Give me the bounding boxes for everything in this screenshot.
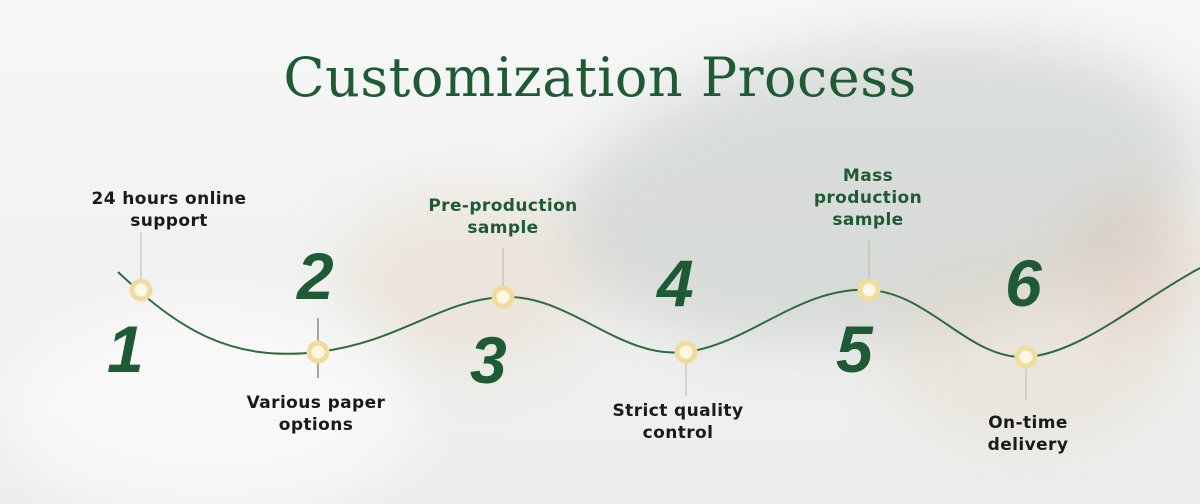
step-node [857,278,881,302]
step-node [1014,345,1038,369]
step-label-1: 24 hours online support [66,188,272,232]
step-label-line: 24 hours online [91,189,247,209]
step-label-3: Pre-production sample [400,195,606,239]
step-label-line: Various paper [246,393,386,413]
page-title: Customization Process [283,46,917,109]
background-blur [1070,190,1200,330]
step-label-line: control [642,423,714,443]
step-label-line: sample [467,218,539,238]
step-label-2: Various paper options [218,392,414,436]
step-label-line: Strict quality [612,401,744,421]
step-label-line: Mass [842,166,894,186]
step-label-line: sample [832,210,904,230]
step-label-line: support [130,211,208,231]
step-number-2: 2 [297,239,334,313]
step-number-3: 3 [470,323,507,397]
step-label-line: Pre-production [428,196,578,216]
step-label-line: production [813,188,923,208]
step-label-6: On-time delivery [940,412,1116,456]
background-blur [0,300,420,504]
step-label-line: delivery [987,435,1069,455]
step-label-5: Mass production sample [778,165,958,231]
step-node [674,340,698,364]
step-label-line: On-time [988,413,1068,433]
step-number-1: 1 [107,312,144,386]
background-blur [340,190,600,370]
step-label-4: Strict quality control [580,400,776,444]
step-number-6: 6 [1005,246,1042,320]
step-number-4: 4 [657,246,694,320]
step-node [129,278,153,302]
step-node [491,285,515,309]
step-node [306,340,330,364]
step-label-line: options [278,415,354,435]
step-number-5: 5 [836,312,873,386]
